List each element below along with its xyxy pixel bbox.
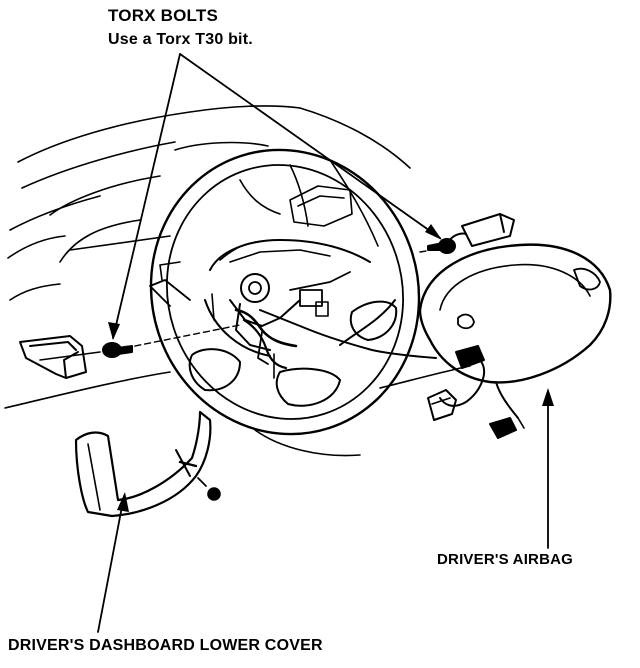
arrowhead-lower-cover xyxy=(117,492,129,512)
leader-lines xyxy=(97,53,549,633)
drivers-airbag-module xyxy=(418,243,612,439)
torx-bolt-left xyxy=(102,342,133,358)
dashboard-lower-cover-label: DRIVER'S DASHBOARD LOWER COVER xyxy=(8,637,323,654)
arrowhead-torx-left xyxy=(108,322,120,340)
left-side-bracket xyxy=(19,335,87,379)
torx-bolts-label: TORX BOLTS xyxy=(108,6,218,25)
drivers-airbag-label: DRIVER'S AIRBAG xyxy=(437,551,574,568)
leader-lower-cover xyxy=(97,495,125,633)
leader-torx-left xyxy=(112,53,181,339)
instrument-cluster xyxy=(174,141,353,227)
wiring-connector-top-right xyxy=(447,213,515,247)
arrowhead-airbag xyxy=(542,388,554,406)
torx-bit-note: Use a Torx T30 bit. xyxy=(108,31,253,48)
leader-torx-right xyxy=(179,53,441,239)
steering-wheel xyxy=(149,148,437,436)
torx-bolt-right xyxy=(427,238,456,254)
arrowheads xyxy=(108,224,554,512)
arrowhead-torx-right xyxy=(425,224,442,240)
drivers-dashboard-lower-cover xyxy=(74,410,221,518)
dashboard-outline xyxy=(4,105,471,457)
